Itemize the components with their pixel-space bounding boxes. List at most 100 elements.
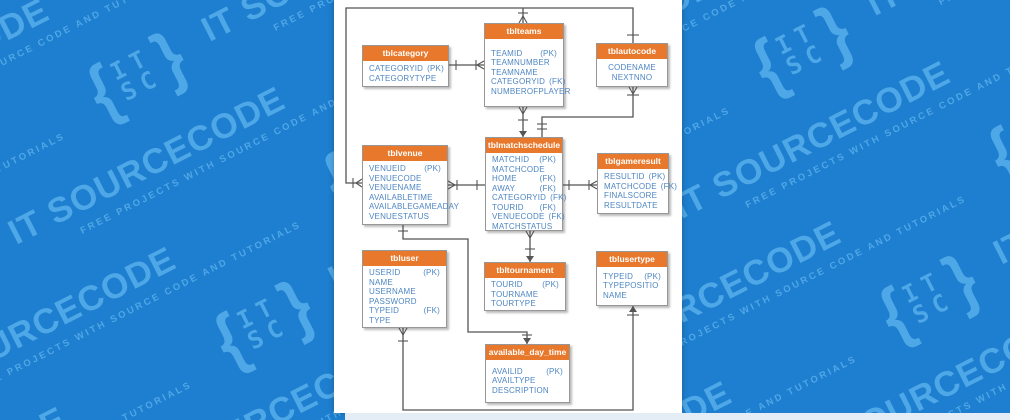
connector-teams-top-stub — [518, 8, 528, 24]
field-key-annotation: (PK) — [644, 271, 661, 281]
field-row: TOURID (PK) — [485, 280, 565, 290]
field-row: VENUECODE — [363, 174, 447, 184]
field-name: NAME — [603, 290, 627, 300]
arrowhead-icon — [523, 338, 531, 344]
field-row: MATCHID(PK) — [486, 155, 562, 165]
field-name: VENUENAME — [369, 183, 422, 192]
field-row: CATEGORYID(FK) — [486, 193, 566, 203]
field-row: VENUESTATUS — [363, 212, 447, 222]
field-row: AVAILABLETIME — [363, 193, 447, 203]
field-row: TYPEID(FK) — [363, 306, 446, 316]
connector-autocode-matchschedule — [537, 86, 639, 137]
table-fields: CATEGORYID(PK)CATEGORYTYPE — [363, 61, 448, 83]
field-name: TYPEID — [603, 271, 634, 281]
field-row: TOURID (FK) — [486, 203, 562, 213]
table-title: tblmatchschedule — [486, 138, 562, 153]
field-row: TEAMNAME — [485, 68, 563, 78]
field-row: VENUEID (PK) — [363, 164, 447, 174]
table-title: tblgameresult — [598, 154, 668, 169]
field-name: TOURNAME — [491, 289, 539, 299]
table-title: tblusertype — [597, 252, 667, 267]
field-key-annotation: (FK) — [549, 77, 566, 87]
field-name: VENUEID — [369, 164, 406, 173]
arrowhead-icon — [526, 256, 534, 262]
field-name: AVAILID — [492, 366, 523, 376]
arrowhead-icon — [629, 306, 637, 312]
field-key-annotation: (PK) — [542, 280, 559, 289]
arrowhead-icon — [519, 131, 527, 137]
field-row: USERNAME — [363, 287, 446, 297]
field-key-annotation: (FK) — [539, 183, 556, 193]
field-row: AVAILTYPE — [486, 376, 569, 386]
connector-teams-matchschedule — [518, 106, 528, 137]
field-row: DESCRIPTION — [486, 386, 569, 396]
field-name: RESULTID — [604, 172, 645, 181]
field-row: CATEGORYID(FK) — [485, 77, 566, 87]
field-row: NAME — [597, 291, 667, 301]
field-key-annotation: (PK) — [540, 48, 557, 58]
field-name: CATEGORYID — [369, 64, 424, 73]
field-name: TEAMNUMBER — [491, 58, 550, 68]
field-key-annotation: (FK) — [539, 174, 556, 183]
field-row: CATEGORYTYPE — [363, 74, 448, 84]
field-name: USERID — [369, 268, 401, 277]
field-row: TYPEID (PK) — [597, 272, 667, 282]
field-name: TOURTYPE — [491, 299, 536, 308]
field-key-annotation: (PK) — [424, 164, 441, 173]
field-row: TEAMID (PK) — [485, 49, 563, 59]
field-key-annotation: (FK) — [660, 181, 678, 191]
field-name: RESULTDATE — [604, 200, 658, 210]
field-row: NUMBEROFPLAYER — [485, 87, 570, 97]
field-name: CATEGORYTYPE — [369, 73, 437, 83]
connector-matchschedule-gameresult — [563, 180, 598, 190]
field-name: TEAMID — [491, 48, 523, 58]
field-name: MATCHCODE — [492, 164, 545, 174]
field-row: HOME(FK) — [486, 174, 562, 184]
table-title: tblcategory — [363, 46, 448, 61]
field-name: MATCHID — [492, 155, 530, 164]
field-row: AWAY(FK) — [486, 184, 562, 194]
field-row: AVAILID(PK) — [486, 367, 569, 377]
field-key-annotation: (FK) — [539, 202, 556, 212]
field-name: TOURID — [491, 280, 523, 289]
field-name: PASSWORD — [369, 296, 417, 306]
field-name: AVAILABLEGAMEADAY — [369, 202, 460, 211]
bottom-strip — [345, 413, 1010, 420]
field-name: NAME — [369, 277, 393, 287]
connector-category-teams — [449, 60, 485, 70]
field-row: AVAILABLEGAMEADAY — [363, 202, 459, 212]
field-row: PASSWORD — [363, 297, 446, 307]
field-name: TOURID — [492, 202, 524, 212]
connector-venue-availabledaytime — [398, 225, 532, 344]
field-name: NEXTNNO — [611, 72, 653, 82]
field-name: MATCHSTATUS — [492, 221, 553, 231]
connector-venue-matchschedule — [447, 180, 485, 190]
field-key-annotation: (PK) — [427, 64, 444, 73]
table-title: tbluser — [363, 251, 446, 266]
field-name: VENUECODE — [492, 212, 545, 221]
field-key-annotation: (FK) — [548, 212, 565, 221]
field-name: TYPE — [369, 315, 391, 325]
field-name: CATEGORYID — [492, 193, 547, 202]
field-name: MATCHCODE — [604, 181, 657, 191]
connector-user-usertype — [398, 306, 639, 411]
field-row: USERID(PK) — [363, 268, 446, 278]
table-title: tblvenue — [363, 146, 447, 161]
